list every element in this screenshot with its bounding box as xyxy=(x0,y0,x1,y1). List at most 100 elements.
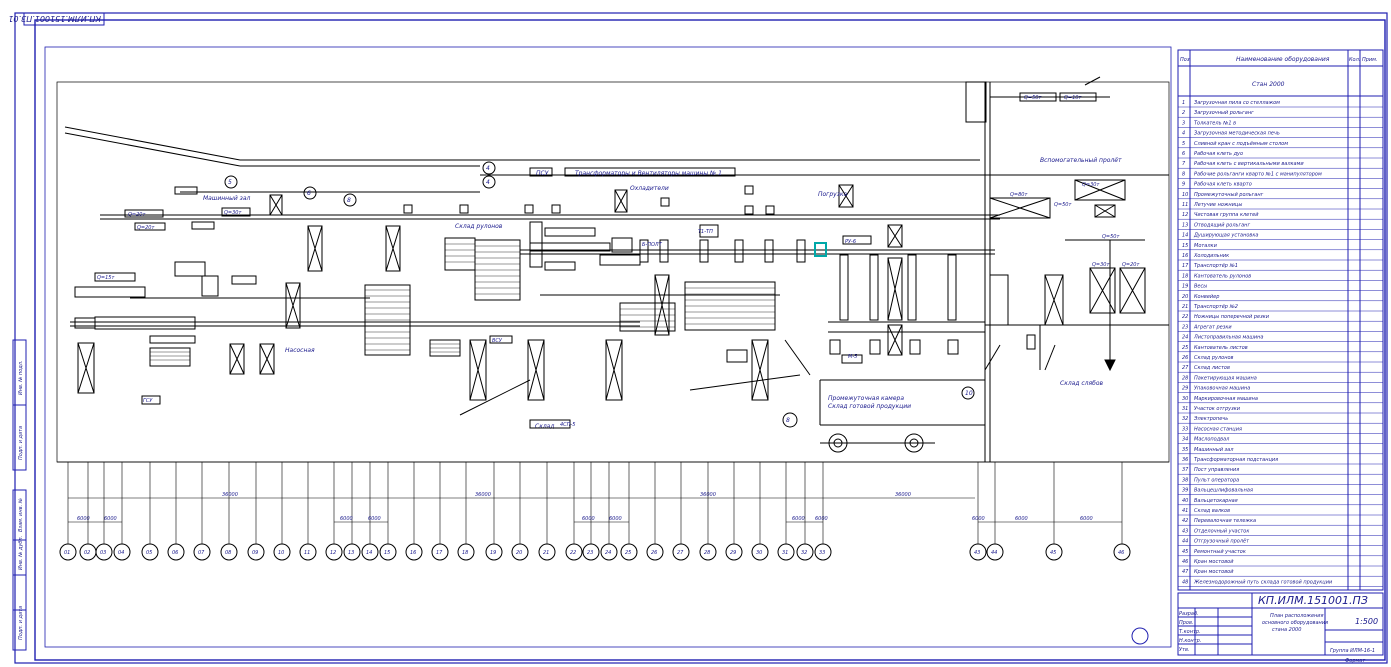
table-row-number: 30 xyxy=(1182,396,1188,402)
title-doc-code: КП.ИЛМ.151001.ПЗ xyxy=(1258,594,1368,607)
table-row-name: Летучие ножницы xyxy=(1193,202,1242,208)
table-row-name: Вальцетокарная xyxy=(1194,498,1238,504)
axis-bubble xyxy=(725,543,743,561)
table-row-name: Кантователь рулонов xyxy=(1194,273,1251,279)
table-row-name: Насосная станция xyxy=(1194,426,1242,432)
dim-span: 6000 xyxy=(792,516,805,522)
top-bay-label: Вспомогательный пролёт xyxy=(1040,157,1122,164)
role-tcontrol: Т.контр. xyxy=(1179,629,1201,635)
right-bay xyxy=(819,76,1169,462)
axis-bubble-label: 15 xyxy=(384,550,390,556)
axis-bubble-label: 31 xyxy=(782,550,788,556)
label-finished-store: Склад готовой продукции xyxy=(828,403,911,410)
axis-bubble-label: 11 xyxy=(304,550,310,556)
axis-bubble xyxy=(361,543,379,561)
table-row-name: Железнодорожный путь склада готовой прод… xyxy=(1193,579,1333,585)
axis-bubble xyxy=(1113,543,1131,561)
axis-bubble-label: 02 xyxy=(84,550,90,556)
tag-circle: 6 xyxy=(307,190,311,197)
axis-bubble-label: 06 xyxy=(172,550,178,556)
axis-bubble xyxy=(672,543,690,561)
table-col-qty: Кол. xyxy=(1349,57,1360,63)
table-row-name: Машинный зал xyxy=(1194,447,1234,453)
crane-label: Q=80т xyxy=(1010,192,1028,198)
axis-bubble-label: 33 xyxy=(819,550,825,556)
plant-plan: ПСУ Трансформаторы и Вентиляторы машины … xyxy=(56,76,1170,561)
table-row-name: Пост управления xyxy=(1194,467,1239,473)
dim-span: 6000 xyxy=(77,516,90,522)
label-misc: ВСУ xyxy=(492,338,503,344)
table-row-number: 16 xyxy=(1182,253,1188,259)
role-check: Пров. xyxy=(1179,620,1194,626)
table-row-name: Агрегат резки xyxy=(1193,324,1232,330)
table-row-number: 25 xyxy=(1182,345,1188,351)
table-row-number: 45 xyxy=(1182,549,1188,555)
axis-bubble xyxy=(167,543,185,561)
table-row-name: Загрузочная методическая печь xyxy=(1194,131,1280,137)
label-misc: РУ-6 xyxy=(845,239,856,245)
table-row-number: 9 xyxy=(1182,182,1185,188)
table-row-name: Трансформаторная подстанция xyxy=(1194,457,1278,463)
dim-span: 6000 xyxy=(368,516,381,522)
table-row-number: 22 xyxy=(1182,314,1188,320)
table-row-number: 26 xyxy=(1182,355,1188,361)
table-row-number: 28 xyxy=(1182,375,1188,381)
label-coolers: Охладители xyxy=(630,185,669,192)
axis-bubble-label: 07 xyxy=(198,550,205,556)
dimension-lines xyxy=(67,462,1123,545)
table-row-name: Ножницы поперечной резки xyxy=(1194,314,1270,320)
axis-bubble xyxy=(273,543,291,561)
axis-bubble xyxy=(485,543,503,561)
table-row-number: 10 xyxy=(1182,192,1188,198)
table-row-name: Сливной кран с подъёмным столом xyxy=(1194,141,1288,147)
axis-bubble-label: 23 xyxy=(587,550,593,556)
dim-span: 36000 xyxy=(222,492,238,498)
axis-bubble xyxy=(751,543,769,561)
axis-bubble xyxy=(405,543,423,561)
axis-bubble xyxy=(511,543,529,561)
axis-bubble xyxy=(59,543,77,561)
table-row-number: 27 xyxy=(1182,365,1189,371)
table-row-number: 32 xyxy=(1182,416,1188,422)
table-row-name: Рабочая клеть кварто xyxy=(1194,182,1252,188)
table-col-note: Прим. xyxy=(1362,57,1378,63)
table-col-pos: Поз. xyxy=(1180,57,1191,63)
table-row-name: Электропечь xyxy=(1193,416,1228,422)
table-row-name: Маркировочная машина xyxy=(1194,396,1258,402)
table-row-name: Пульт оператора xyxy=(1194,477,1239,483)
dim-span: 6000 xyxy=(815,516,828,522)
table-row-number: 5 xyxy=(1182,141,1185,147)
label-roll-store: Склад рулонов xyxy=(455,223,503,230)
table-row-number: 24 xyxy=(1182,335,1188,341)
axis-bubble-label: 21 xyxy=(543,550,549,556)
axis-bubble-label: 20 xyxy=(516,550,522,556)
table-row-name: Участок отгрузки xyxy=(1194,406,1241,412)
axis-bubble xyxy=(113,543,131,561)
dim-span: 6000 xyxy=(609,516,622,522)
side-stamp: Инв. № подл. Подп. и дата Взам. инв. № И… xyxy=(12,339,27,651)
table-row-name: Склад листов xyxy=(1194,365,1230,371)
table-col-name: Наименование оборудования xyxy=(1236,56,1330,63)
axis-bubble xyxy=(699,543,717,561)
crane-label: Q=20т xyxy=(1122,262,1140,268)
outer-frame xyxy=(14,12,1388,664)
table-row-number: 18 xyxy=(1182,273,1188,279)
table-row-number: 13 xyxy=(1182,222,1188,228)
table-row-number: 34 xyxy=(1182,437,1188,443)
table-row-number: 44 xyxy=(1182,539,1188,545)
dim-span: 6000 xyxy=(1080,516,1093,522)
selected-element[interactable] xyxy=(814,242,827,257)
crane-label: Q=30т xyxy=(224,210,242,216)
axis-bubble-label: 14 xyxy=(366,550,372,556)
label-gsu: ГСУ xyxy=(143,398,153,404)
axis-bubble-label: 19 xyxy=(490,550,496,556)
table-row-name: Рабочая клеть с вертикальными валками xyxy=(1194,161,1304,167)
axis-bubble-label: 26 xyxy=(651,550,657,556)
table-row-name: Транспортёр №2 xyxy=(1194,304,1238,310)
table-row-name: Упаковочная машина xyxy=(1194,386,1250,392)
axis-bubble xyxy=(565,543,583,561)
axis-bubble xyxy=(986,543,1004,561)
table-row-number: 38 xyxy=(1182,477,1188,483)
table-row-name: Отгрузочный пролёт xyxy=(1194,539,1250,545)
